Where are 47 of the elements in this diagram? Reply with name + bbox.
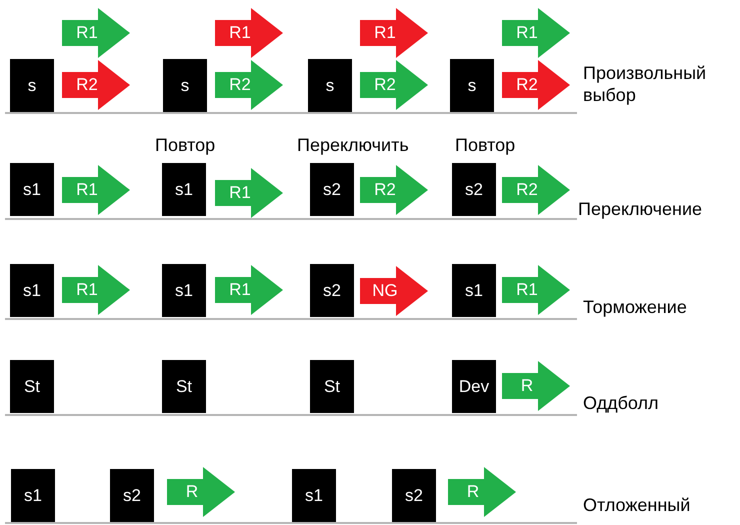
stimulus-box: s <box>450 59 494 112</box>
stimulus-box: s1 <box>10 264 54 317</box>
stimulus-box: s1 <box>452 264 496 317</box>
stimulus-box: s1 <box>162 163 206 216</box>
response-shape: R1 <box>215 8 283 58</box>
response-shape: R <box>167 467 235 517</box>
row-title: Оддболл <box>583 392 660 414</box>
trial-label: Повтор <box>155 134 216 156</box>
response-shape: R1 <box>62 165 130 215</box>
response-shape: R <box>448 467 516 517</box>
response-shape: R2 <box>62 60 130 110</box>
stimulus-box: s2 <box>110 469 154 522</box>
stimulus-box: s1 <box>11 469 55 522</box>
stimulus-box: s2 <box>452 163 496 216</box>
stimulus-box: s2 <box>310 163 354 216</box>
stimulus-box: s <box>308 59 352 112</box>
stimulus-box: Dev <box>452 360 496 413</box>
response-shape: R1 <box>502 8 570 58</box>
stimulus-box: St <box>162 360 206 413</box>
row-title: Произвольный выбор <box>583 62 708 106</box>
response-shape: R2 <box>215 60 283 110</box>
response-shape: R1 <box>62 265 130 315</box>
response-shape: R <box>502 361 570 411</box>
response-shape: R1 <box>502 265 570 315</box>
stimulus-box: s <box>10 59 54 112</box>
trial-label: Повтор <box>455 134 516 156</box>
response-shape: NG <box>360 266 428 316</box>
response-shape: R1 <box>215 168 283 218</box>
row-title: Торможение <box>583 296 688 318</box>
stimulus-box: s <box>163 59 207 112</box>
stimulus-box: St <box>310 360 354 413</box>
response-shape: R2 <box>502 165 570 215</box>
stimulus-box: St <box>10 360 54 413</box>
row-title: Переключение <box>578 198 704 220</box>
response-shape: R2 <box>360 165 428 215</box>
response-shape: R2 <box>502 60 570 110</box>
stimulus-box: s1 <box>10 163 54 216</box>
row-title: Отложенный <box>583 494 692 516</box>
stimulus-box: s1 <box>162 264 206 317</box>
response-shape: R1 <box>215 265 283 315</box>
response-shape: R1 <box>360 8 428 58</box>
stimulus-box: s1 <box>292 469 336 522</box>
stimulus-box: s2 <box>310 264 354 317</box>
trial-label: Переключить <box>297 134 410 156</box>
response-shape: R2 <box>360 60 428 110</box>
response-shape: R1 <box>62 8 130 58</box>
stimulus-box: s2 <box>392 469 436 522</box>
